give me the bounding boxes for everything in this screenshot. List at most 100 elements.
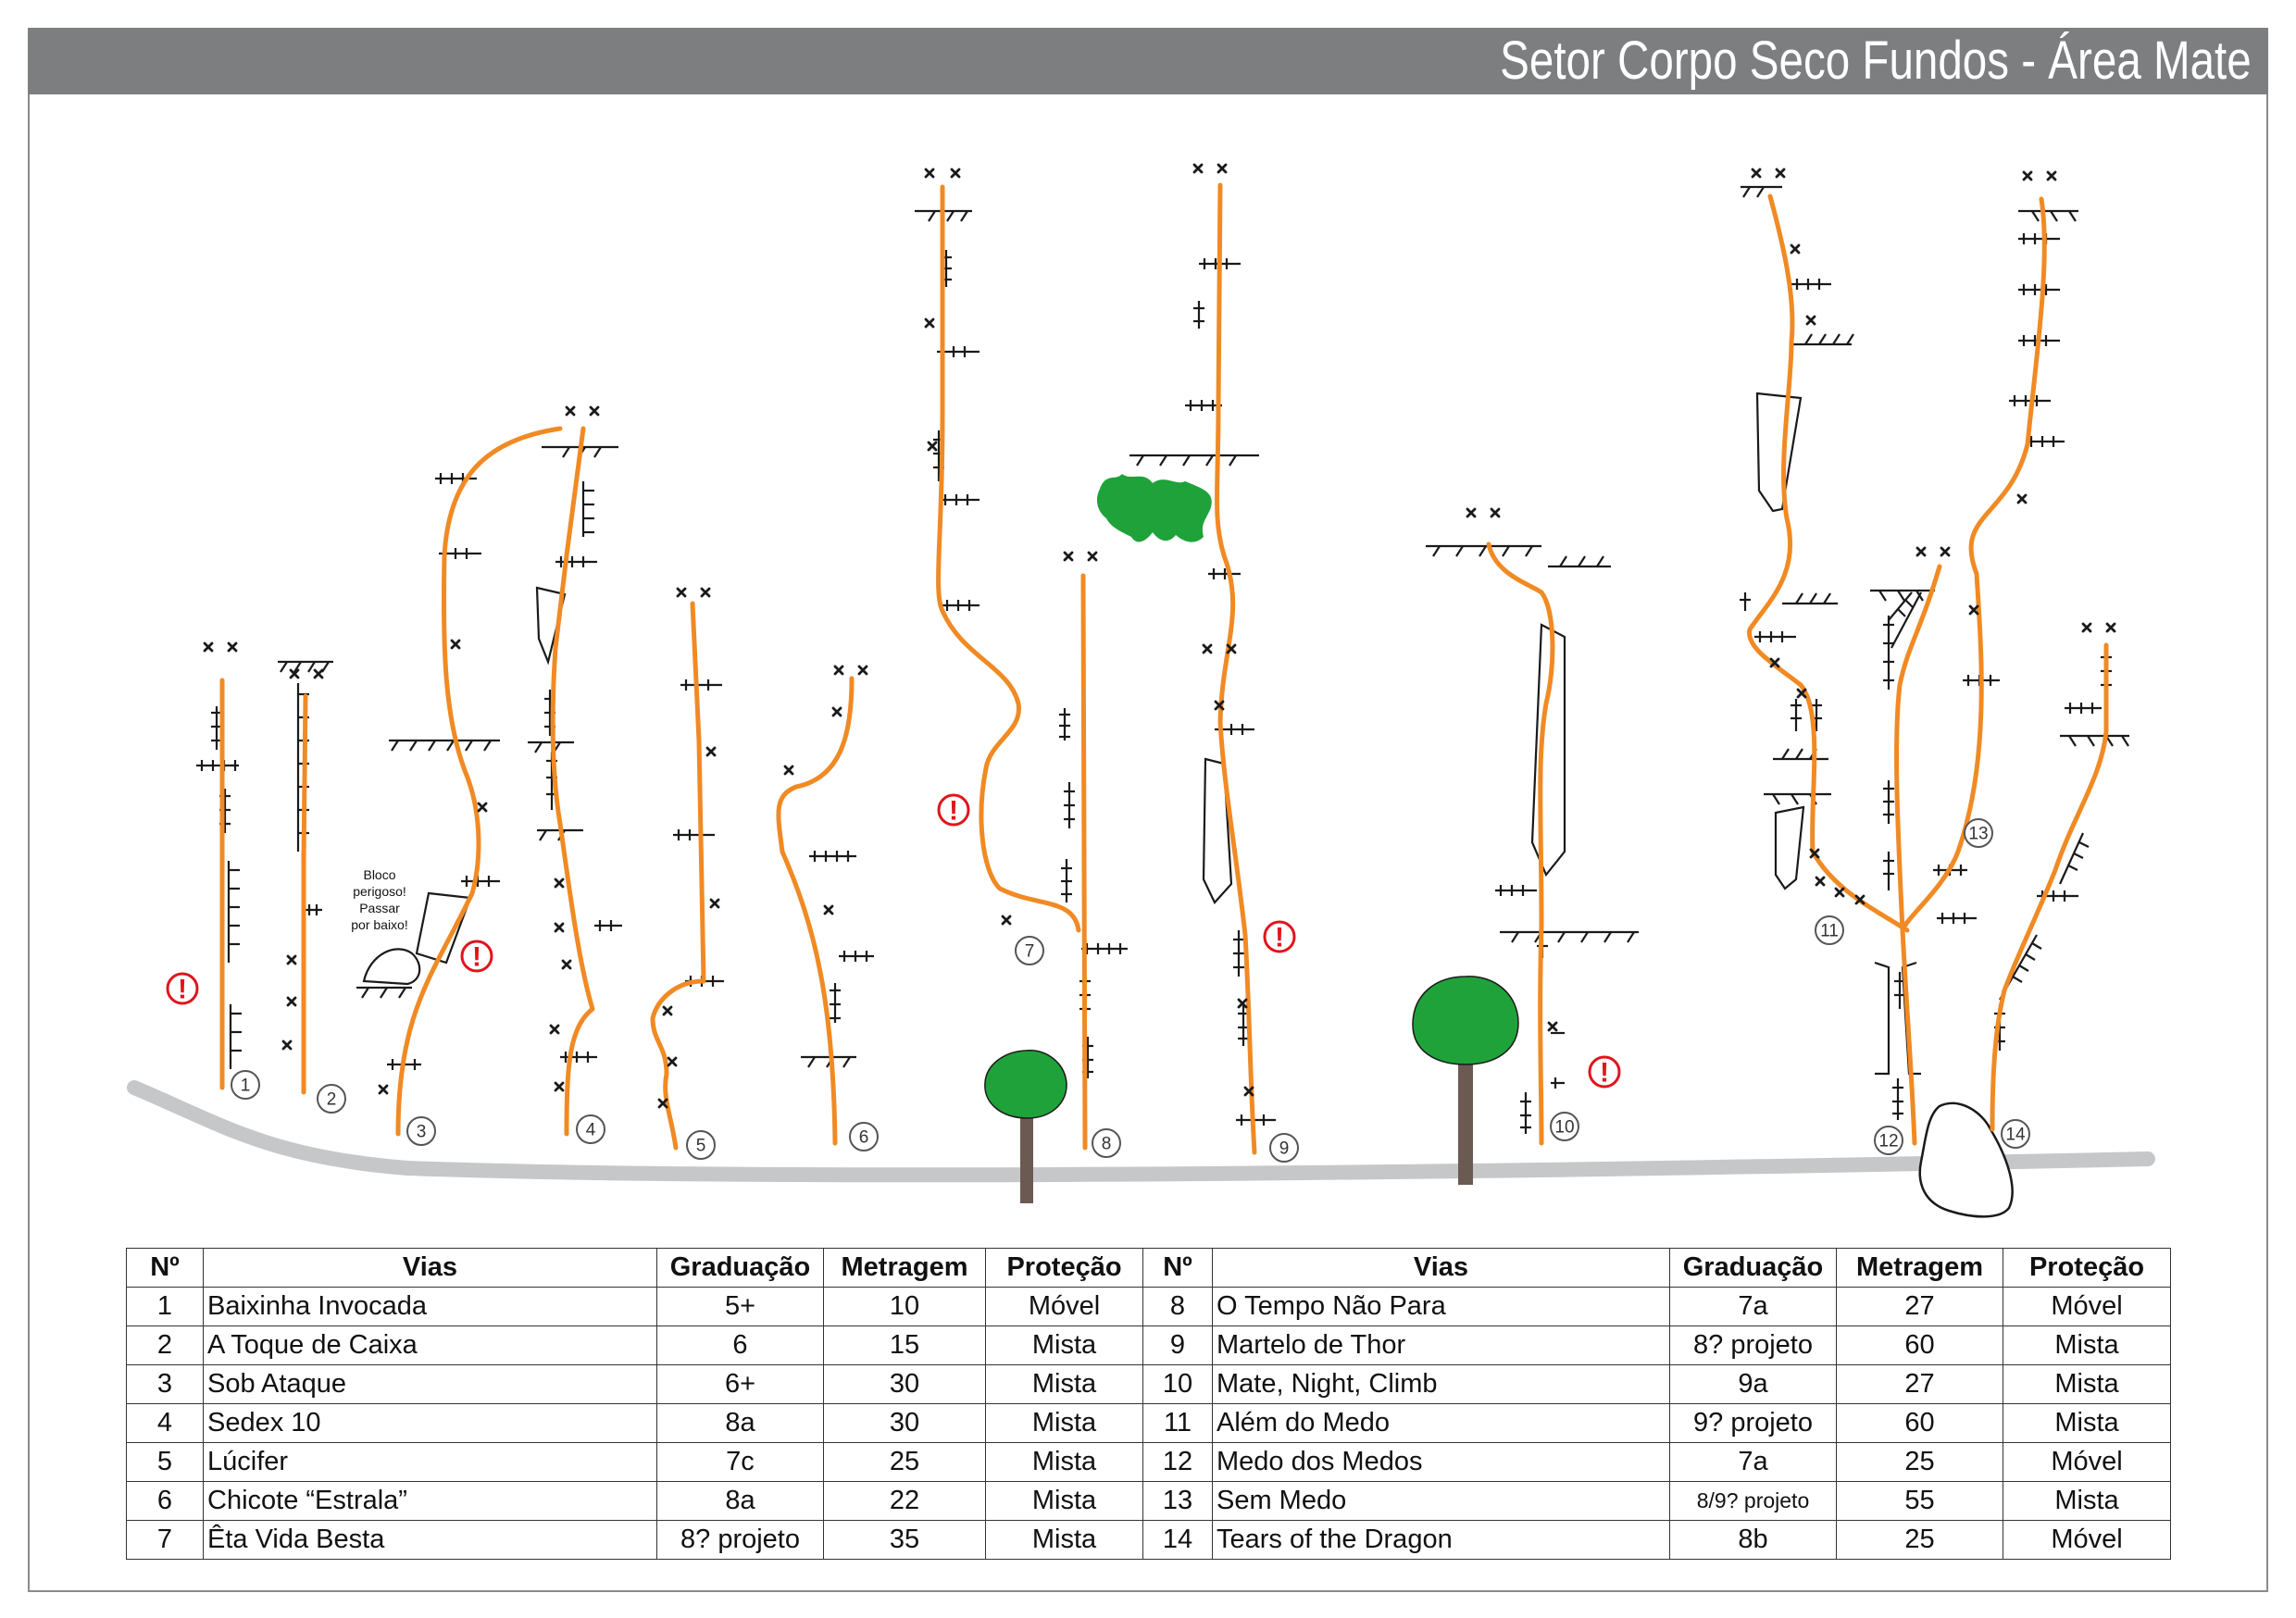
col-header-length: Metragem: [1836, 1248, 2003, 1288]
warning-marker-9: !: [1263, 920, 1296, 953]
svg-text:!: !: [472, 942, 481, 973]
route-protection: Mista: [2003, 1364, 2171, 1404]
route-protection: Mista: [985, 1403, 1143, 1443]
route-length: 30: [823, 1403, 986, 1443]
route-line-12: [1894, 564, 1942, 1146]
route-grade: 8a: [656, 1481, 824, 1521]
col-header-grade: Graduação: [1669, 1248, 1837, 1288]
route-name: Tears of the Dragon: [1212, 1520, 1670, 1560]
table-row: 2 A Toque de Caixa 6 15 Mista 9 Martelo …: [126, 1326, 2171, 1365]
boulder-note-line1: Bloco: [363, 867, 395, 882]
route-grade: 5+: [656, 1287, 824, 1326]
route-length: 25: [823, 1442, 986, 1482]
route-length: 25: [1836, 1442, 2003, 1482]
boulder-note-line2: perigoso!: [353, 884, 406, 899]
svg-text:!: !: [178, 975, 187, 1005]
route-length: 35: [823, 1520, 986, 1560]
route-protection: Mista: [2003, 1326, 2171, 1365]
route-line-8: [1080, 573, 1088, 1151]
col-header-protection: Proteção: [985, 1248, 1143, 1288]
route-number: 12: [1142, 1442, 1213, 1482]
svg-text:2: 2: [327, 1090, 337, 1110]
route-name: Chicote “Estrala”: [203, 1481, 657, 1521]
svg-text:7: 7: [1025, 942, 1035, 962]
route-number-1: 1: [231, 1070, 260, 1100]
col-header-length: Metragem: [823, 1248, 986, 1288]
svg-text:13: 13: [1968, 825, 1988, 844]
route-grade: 8a: [656, 1403, 824, 1443]
table-row: 3 Sob Ataque 6+ 30 Mista 10 Mate, Night,…: [126, 1364, 2171, 1404]
route-protection: Mista: [985, 1442, 1143, 1482]
route-name: Êta Vida Besta: [203, 1520, 657, 1560]
col-header-number: Nº: [1142, 1248, 1213, 1288]
svg-text:!: !: [949, 796, 958, 827]
route-line-3: [395, 426, 563, 1137]
svg-text:8: 8: [1102, 1135, 1112, 1154]
route-number-5: 5: [686, 1130, 716, 1160]
col-header-grade: Graduação: [656, 1248, 824, 1288]
route-length: 25: [1836, 1520, 2003, 1560]
svg-text:3: 3: [417, 1123, 427, 1142]
table-row: 4 Sedex 10 8a 30 Mista 11 Além do Medo 9…: [126, 1403, 2171, 1443]
col-header-route: Vias: [1212, 1248, 1670, 1288]
route-grade: 7a: [1669, 1442, 1837, 1482]
warning-marker-10: !: [1588, 1055, 1621, 1089]
route-protection: Mista: [985, 1481, 1143, 1521]
route-protection: Móvel: [985, 1287, 1143, 1326]
svg-text:!: !: [1600, 1058, 1609, 1089]
warning-marker-1: !: [166, 972, 199, 1005]
svg-text:1: 1: [241, 1077, 251, 1096]
route-name: O Tempo Não Para: [1212, 1287, 1670, 1326]
svg-text:10: 10: [1554, 1118, 1574, 1138]
route-line-5: [650, 601, 706, 1151]
route-number-14: 14: [2001, 1119, 2030, 1149]
route-line-4: [550, 426, 595, 1137]
boulder-note-line3: Passar: [359, 901, 400, 915]
route-number: 4: [126, 1403, 204, 1443]
route-name: A Toque de Caixa: [203, 1326, 657, 1365]
route-name: Sedex 10: [203, 1403, 657, 1443]
route-number-10: 10: [1550, 1112, 1579, 1141]
route-length: 55: [1836, 1481, 2003, 1521]
route-number: 10: [1142, 1364, 1213, 1404]
tree-left: [984, 1050, 1067, 1203]
header-bar: Setor Corpo Seco Fundos - Área Mate: [28, 28, 2268, 94]
route-grade: 8/9? projeto: [1669, 1481, 1837, 1521]
route-number: 1: [126, 1287, 204, 1326]
route-number-13: 13: [1964, 818, 1993, 848]
route-name: Martelo de Thor: [1212, 1326, 1670, 1365]
route-line-10: [1486, 541, 1555, 1146]
route-protection: Móvel: [2003, 1442, 2171, 1482]
vegetation-patch: [1096, 474, 1212, 542]
svg-text:6: 6: [859, 1128, 869, 1148]
svg-text:12: 12: [1878, 1132, 1898, 1151]
route-number-7: 7: [1015, 936, 1044, 965]
table-row: 5 Lúcifer 7c 25 Mista 12 Medo dos Medos …: [126, 1442, 2171, 1482]
svg-text:4: 4: [586, 1121, 596, 1140]
route-name: Sob Ataque: [203, 1364, 657, 1404]
svg-text:11: 11: [1820, 922, 1839, 941]
route-length: 60: [1836, 1326, 2003, 1365]
boulder: [1918, 1101, 2014, 1218]
route-number: 8: [1142, 1287, 1213, 1326]
route-number-8: 8: [1092, 1128, 1121, 1158]
route-grade: 7c: [656, 1442, 824, 1482]
route-line-6: [776, 676, 855, 1146]
protection-marks: [196, 233, 2112, 1134]
warning-marker-3: !: [460, 940, 493, 973]
route-protection: Mista: [2003, 1481, 2171, 1521]
route-number: 11: [1142, 1403, 1213, 1443]
route-number: 9: [1142, 1326, 1213, 1365]
warning-marker-7: !: [937, 793, 970, 827]
route-protection: Mista: [985, 1520, 1143, 1560]
route-number-11: 11: [1815, 915, 1844, 945]
trail-path: [127, 1080, 2155, 1183]
route-grade: 8? projeto: [656, 1520, 824, 1560]
route-line-2: [301, 693, 308, 1095]
route-name: Baixinha Invocada: [203, 1287, 657, 1326]
route-number-9: 9: [1269, 1133, 1299, 1163]
route-name: Medo dos Medos: [1212, 1442, 1670, 1482]
route-grade: 6+: [656, 1364, 824, 1404]
route-grade: 8? projeto: [1669, 1326, 1837, 1365]
ledge-marks: [278, 185, 2129, 1068]
